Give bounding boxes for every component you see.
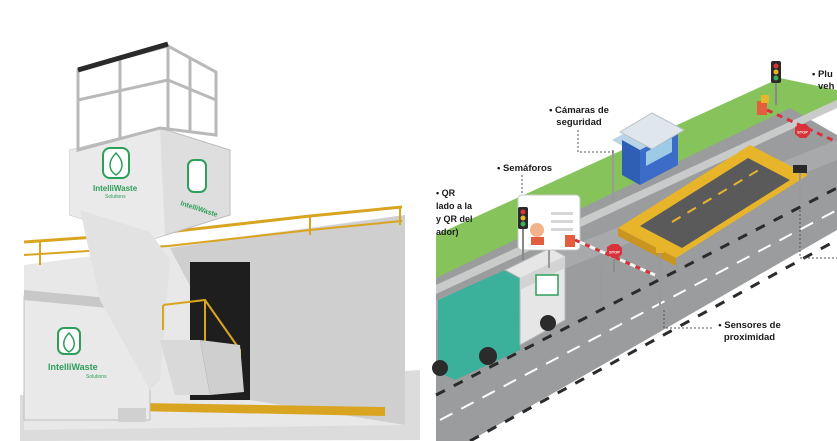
stop-sign-text-1: STOP bbox=[609, 250, 620, 255]
callout-qr: • QR lado a la y QR del ador) bbox=[436, 187, 473, 239]
callout-plumas: • Plu veh bbox=[812, 69, 834, 93]
callout-sensores: • Sensores de proximidad bbox=[712, 320, 787, 344]
callout-qr-line-2: lado a la bbox=[436, 201, 473, 211]
access-control-illustration: STOP STOP bbox=[432, 61, 837, 441]
callout-qr-line-4: ador) bbox=[436, 227, 459, 237]
brand-tagline-text-lower: Solutions bbox=[86, 374, 107, 380]
callout-camaras-line-1: • Cámaras de bbox=[549, 105, 609, 116]
brand-name-text-tower: IntelliWaste bbox=[93, 184, 138, 193]
transfer-plant-illustration: IntelliWaste Solutions IntelliWaste Solu… bbox=[20, 41, 420, 441]
callout-qr-line-1: • QR bbox=[436, 188, 456, 198]
brand-tagline-text-tower: Solutions bbox=[105, 194, 126, 200]
callout-sensores-line-1: • Sensores de bbox=[718, 320, 781, 331]
stop-sign-text-2: STOP bbox=[797, 130, 808, 135]
callout-sensores-line-2: proximidad bbox=[723, 332, 776, 343]
callout-plumas-line-2: veh bbox=[818, 81, 835, 92]
callout-camaras: • Cámaras de seguridad bbox=[544, 105, 614, 129]
callout-qr-line-3: y QR del bbox=[436, 214, 473, 224]
callout-plumas-line-1: • Plu bbox=[812, 69, 833, 80]
brand-name-text-lower: IntelliWaste bbox=[48, 362, 98, 372]
callout-camaras-line-2: seguridad bbox=[556, 117, 602, 128]
callout-semaforos: • Semáforos bbox=[497, 163, 553, 174]
